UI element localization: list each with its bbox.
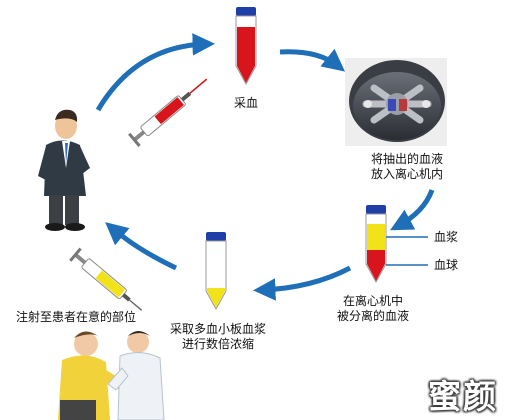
separated-tube-icon <box>365 205 428 284</box>
arrow-patient-to-draw <box>95 33 215 112</box>
arrow-separated-to-extract <box>253 265 352 301</box>
step-draw-blood-label: 采血 <box>233 96 258 110</box>
step-extract-line1: 采取多血小板血浆 <box>169 322 266 336</box>
plasma-label: 血浆 <box>434 230 459 244</box>
arrow-draw-to-centrifuge <box>279 48 346 72</box>
step-separated-label: 在离心机中 被分离的血液 <box>318 294 428 324</box>
treatment-scene-icon <box>48 318 168 420</box>
arrow-extract-to-inject <box>105 222 178 271</box>
flow-arrows <box>95 33 435 301</box>
prp-tube-icon <box>205 232 227 311</box>
step-extract-label: 采取多血小板血浆 进行数倍浓缩 <box>156 322 280 352</box>
step-centrifuge-line1: 将抽出的血液 <box>370 152 443 166</box>
step-separated-line1: 在离心机中 <box>342 294 403 308</box>
blood-tube-icon <box>235 7 257 86</box>
blood-cells-label: 血球 <box>434 258 459 272</box>
step-inject-label: 注射至患者在意的部位 <box>16 310 137 324</box>
arrow-centrifuge-to-separated <box>390 189 435 231</box>
blood-syringe-icon <box>128 78 208 147</box>
step-centrifuge-line2: 放入离心机内 <box>370 167 443 181</box>
patient-man-icon <box>38 109 90 231</box>
step-centrifuge-label: 将抽出的血液 放入离心机内 <box>352 152 462 182</box>
prp-syringe-icon <box>69 247 143 311</box>
brand-watermark: 蜜颜 <box>428 377 498 416</box>
step-separated-line2: 被分离的血液 <box>336 309 409 323</box>
step-extract-line2: 进行数倍浓缩 <box>181 337 254 351</box>
centrifuge-icon <box>345 58 447 146</box>
